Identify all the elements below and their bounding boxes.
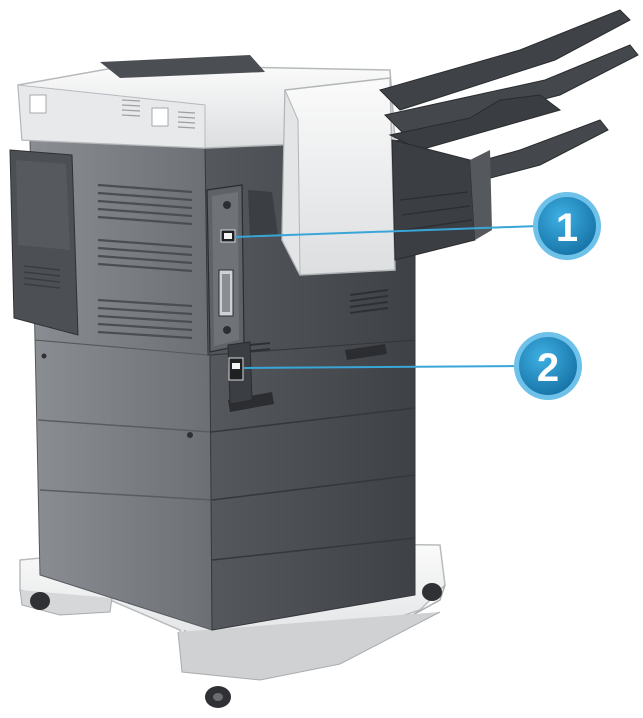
callout-2: 2: [514, 332, 582, 400]
left-access-panel: [9, 149, 79, 336]
scanner-top-unit: [17, 55, 396, 149]
wheel-right: [422, 583, 442, 601]
wheel-left: [30, 592, 50, 610]
formatter-board: [206, 184, 245, 353]
callout-1-label: 1: [556, 206, 578, 250]
leader-lines: [234, 225, 539, 369]
cabinet-left-side: [34, 339, 213, 631]
cabinet-back-face: [209, 339, 416, 631]
port-1: [220, 229, 236, 243]
wheel-front: [205, 686, 231, 708]
port-2: [228, 357, 244, 381]
callout-1: 1: [533, 192, 601, 260]
callout-2-label: 2: [537, 346, 559, 390]
finisher-housing: [281, 77, 396, 276]
